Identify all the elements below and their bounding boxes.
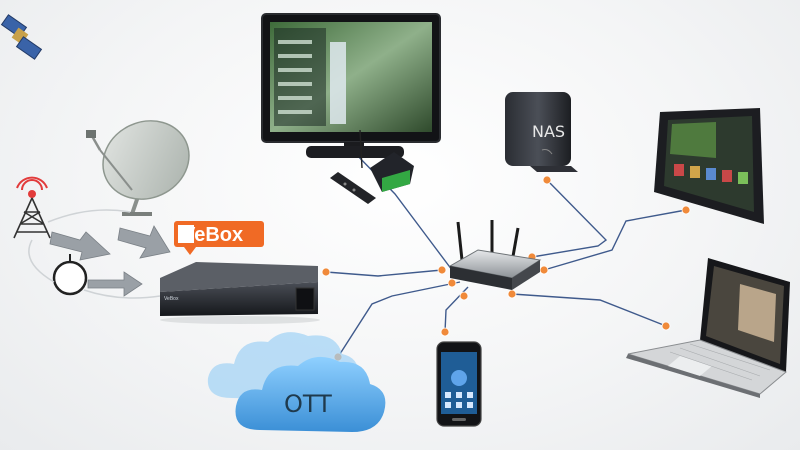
television (261, 13, 441, 158)
port-dot (459, 291, 469, 301)
broadcast-antenna-icon (13, 176, 51, 239)
cable-router-nas (531, 179, 608, 258)
cable-router-laptop (511, 293, 667, 327)
vebox-brand-tag: VeBox (174, 221, 264, 255)
smartphone (436, 341, 482, 427)
port-dot (437, 265, 447, 275)
ott-label: OTT (284, 390, 332, 418)
signal-arrows (49, 225, 171, 297)
remote-control (330, 172, 376, 204)
port-dot (539, 265, 549, 275)
port-dot (542, 175, 552, 185)
satellite-dish-icon (86, 120, 190, 216)
port-dot (507, 289, 517, 299)
arrow-dish-to-stb (117, 225, 171, 259)
ott-cloud-icon: OTT (207, 332, 386, 432)
set-top-box: VeBox (160, 262, 320, 324)
stb-front-label: VeBox (164, 296, 179, 302)
link-coil-stb (83, 289, 161, 299)
arrow-antenna-to-stb (49, 231, 111, 261)
laptop (626, 258, 790, 398)
nas-label: NAS (532, 122, 565, 141)
vebox-brand-label: VeBox (182, 224, 243, 246)
port-dot (661, 321, 671, 331)
link-dish-antenna (47, 209, 131, 223)
cable-router-ott (337, 281, 461, 358)
signal-links (28, 209, 161, 299)
media-player-box (359, 129, 414, 192)
port-dot (681, 205, 691, 215)
tablet (654, 108, 764, 224)
satellite-icon (0, 14, 43, 60)
cable-router-tablet (543, 209, 687, 271)
port-dot (440, 327, 450, 337)
cable-coil-icon (52, 254, 88, 296)
arrow-cable-to-stb (87, 271, 143, 297)
port-dot (321, 267, 331, 277)
wifi-router (448, 220, 542, 290)
nas-device: NAS (505, 92, 578, 172)
link-antenna-coil (28, 239, 55, 283)
port-dot (447, 278, 457, 288)
cable-router-stb (325, 269, 443, 277)
